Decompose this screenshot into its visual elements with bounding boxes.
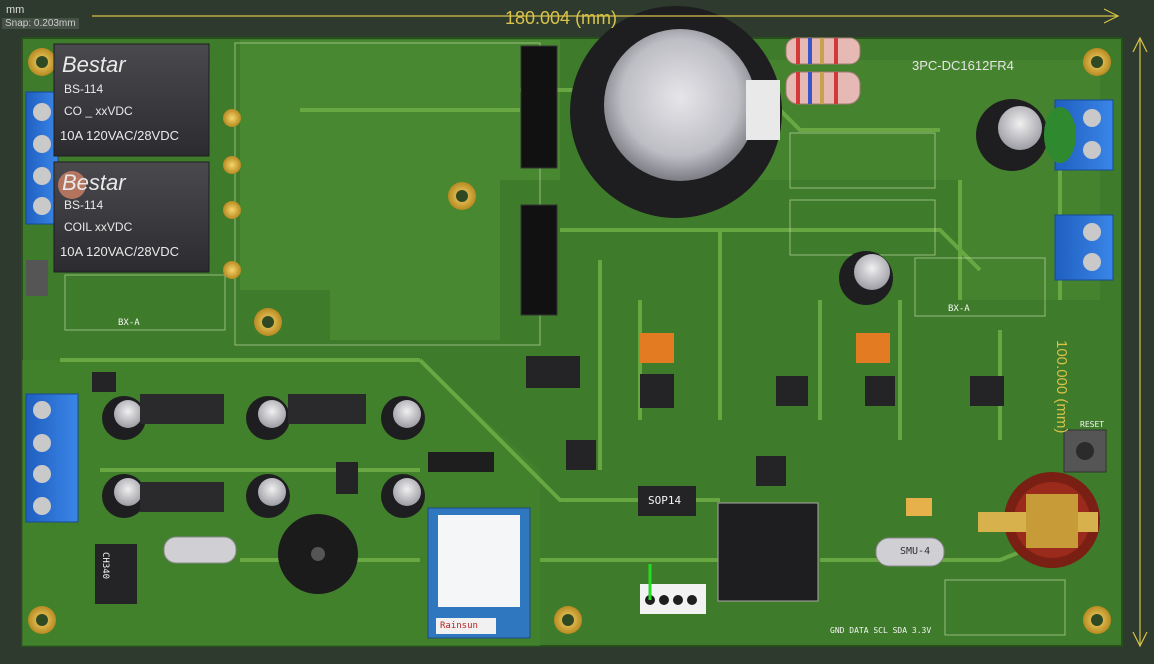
resistor-r22[interactable] [785, 37, 861, 65]
dimension-width [92, 8, 1148, 648]
mcu-chip[interactable] [717, 502, 819, 602]
relay-1-model: BS-114 [64, 82, 104, 96]
mounting-holes [28, 48, 1111, 634]
buzzer[interactable] [278, 514, 358, 594]
board-title: 3PC-DC1612FR4 [912, 58, 1014, 73]
snap-readout: Snap: 0.203mm [2, 18, 79, 29]
reset-button[interactable] [1063, 429, 1107, 473]
relay-1-rating: 10A 120VAC/28VDC [60, 128, 179, 143]
crystal-left[interactable] [163, 536, 237, 564]
terminal-block-power[interactable] [25, 393, 79, 523]
fuse-label-2: BX-A [948, 304, 970, 314]
fuse-label-1: BX-A [118, 318, 140, 328]
capacitors-left-bottom[interactable] [102, 396, 425, 518]
inductor-3[interactable] [140, 482, 224, 512]
sop14-label: SOP14 [648, 494, 682, 507]
terminal-block-right-mid[interactable] [1054, 214, 1114, 281]
relay-2-rating: 10A 120VAC/28VDC [60, 244, 179, 259]
wifi-module[interactable] [427, 507, 531, 639]
power-module-1[interactable] [520, 45, 558, 169]
copper-pour-top [60, 40, 560, 340]
relay-pin-pads [223, 109, 241, 279]
electrolytic-capacitor-large[interactable] [570, 6, 782, 218]
ic-sop14[interactable] [638, 486, 696, 516]
bottom-silk-label: GND DATA SCL SDA 3.3V [830, 626, 932, 635]
capacitor-right-mid[interactable] [839, 251, 893, 305]
module-label: Rainsun [440, 621, 478, 631]
relay-1-brand: Bestar [62, 52, 126, 77]
coin-battery-holder[interactable] [978, 472, 1100, 568]
capacitor-right-top[interactable] [976, 99, 1076, 171]
relay-1[interactable] [53, 43, 210, 157]
power-module-2[interactable] [520, 204, 558, 316]
crystal-label: SMU-4 [900, 546, 931, 557]
ch340-label: CH340 [100, 552, 110, 580]
dimension-height-label: 100.000 (mm) [1053, 340, 1070, 434]
reset-label: RESET [1080, 420, 1105, 429]
dimension-width-label: 180.004 (mm) [505, 8, 618, 28]
inductor-1[interactable] [140, 394, 224, 424]
resistor-r4[interactable] [785, 71, 861, 105]
relay-2-brand: Bestar [62, 170, 126, 195]
smd-components [26, 260, 1004, 516]
inductor-2[interactable] [288, 394, 366, 424]
relay-2-coil: COIL xxVDC [64, 220, 133, 234]
relay-1-coil: CO _ xxVDC [64, 104, 133, 118]
relay-2[interactable] [53, 161, 210, 273]
relay-2-model: BS-114 [64, 198, 104, 212]
crystal-right[interactable] [875, 537, 945, 567]
ic-ch340[interactable] [95, 544, 137, 604]
terminal-block-relay[interactable] [25, 91, 59, 225]
unit-label: mm [6, 4, 25, 16]
